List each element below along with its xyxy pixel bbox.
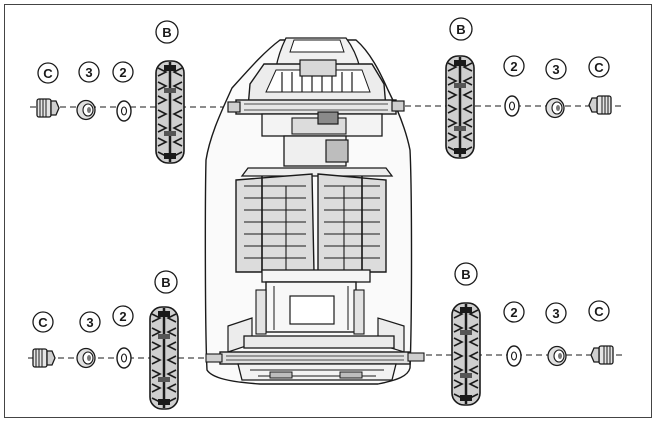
wheel-front-left [154,59,186,165]
callout-2-rear-left [112,305,134,327]
callout-2-front-right [503,55,525,77]
label-c-front-left: C [43,66,53,81]
label-2-front-right: 2 [510,59,517,74]
washer-front-left [116,100,132,122]
label-3-rear-right: 3 [552,306,559,321]
wheel-rear-left [148,305,180,411]
washer-rear-right [506,345,522,367]
label-b-front-left: B [162,25,171,40]
callout-c-rear-left [32,311,54,333]
callout-3-rear-right [545,302,567,324]
callout-b-rear-right [454,262,478,286]
washer-rear-left [116,347,132,369]
label-3-rear-left: 3 [86,315,93,330]
hex-nut-front-left [76,99,96,121]
label-c-rear-left: C [38,315,48,330]
callout-b-rear-left [154,270,178,294]
hex-nut-front-right [545,97,565,119]
cap-nut-front-left [36,98,60,118]
callout-c-front-right [588,56,610,78]
callout-2-rear-right [503,301,525,323]
label-3-front-left: 3 [85,65,92,80]
wheel-front-right [444,54,476,160]
label-2-rear-right: 2 [510,305,517,320]
washer-front-right [504,95,520,117]
wheel-rear-right [450,301,482,407]
callout-c-front-left [37,62,59,84]
callout-3-front-right [545,58,567,80]
callout-b-front-right [449,17,473,41]
label-2-rear-left: 2 [119,309,126,324]
label-c-front-right: C [594,60,604,75]
hex-nut-rear-right [547,345,567,367]
callout-b-front-left [155,20,179,44]
cap-nut-front-right [588,95,612,115]
label-3-front-right: 3 [552,62,559,77]
diagram-frame [4,4,652,418]
label-b-front-right: B [456,22,465,37]
callout-c-rear-right [588,300,610,322]
cap-nut-rear-right [590,345,614,365]
cap-nut-rear-left [32,348,56,368]
label-b-rear-left: B [161,275,170,290]
label-c-rear-right: C [594,304,604,319]
callout-2-front-left [112,61,134,83]
callout-3-rear-left [79,311,101,333]
vehicle-chassis [204,37,425,385]
hex-nut-rear-left [76,347,96,369]
callout-3-front-left [78,61,100,83]
label-2-front-left: 2 [119,65,126,80]
label-b-rear-right: B [461,267,470,282]
